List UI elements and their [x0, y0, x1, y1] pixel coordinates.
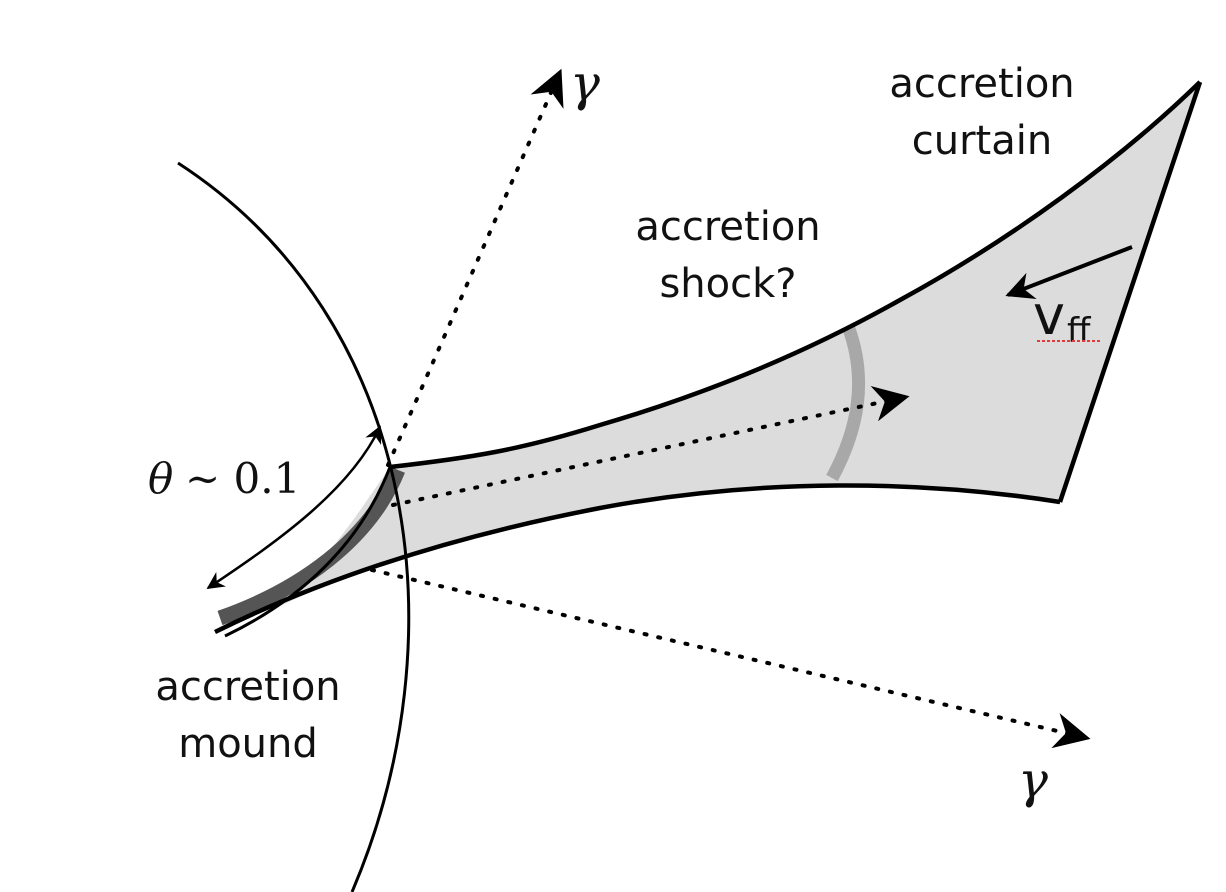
accretion-curtain-label-line1: accretion: [889, 61, 1074, 107]
accretion-mound-label-line2: mound: [178, 721, 318, 767]
accretion-curtain-label-line2: curtain: [912, 118, 1052, 164]
gamma-bottom-label: γ: [1018, 751, 1048, 809]
accretion-curtain-shape: [230, 82, 1200, 632]
inflow-axis-arrow: [391, 386, 910, 507]
accretion-shock-label-line1: accretion: [635, 204, 820, 250]
accretion-shock-label-line2: shock?: [659, 261, 796, 307]
theta-relation: ∼ 0.1: [185, 454, 300, 503]
theta-symbol: θ: [148, 454, 173, 503]
free-fall-velocity-arrow: [1005, 245, 1133, 299]
gamma-ray-down-arrow: [370, 568, 1091, 749]
accretion-mound-label-line1: accretion: [155, 664, 340, 710]
accretion-shock-band: [826, 323, 866, 482]
curtain-right-edge: [1057, 81, 1203, 503]
gamma-top-label: γ: [570, 54, 600, 112]
velocity-subscript: ff: [1067, 311, 1092, 351]
curtain-upper-edge: [389, 80, 1202, 470]
velocity-symbol: v: [1033, 284, 1065, 347]
theta-angle-arrow: [206, 425, 382, 590]
gamma-ray-up-arrow: [386, 68, 564, 467]
stellar-surface-arc: [177, 161, 411, 892]
